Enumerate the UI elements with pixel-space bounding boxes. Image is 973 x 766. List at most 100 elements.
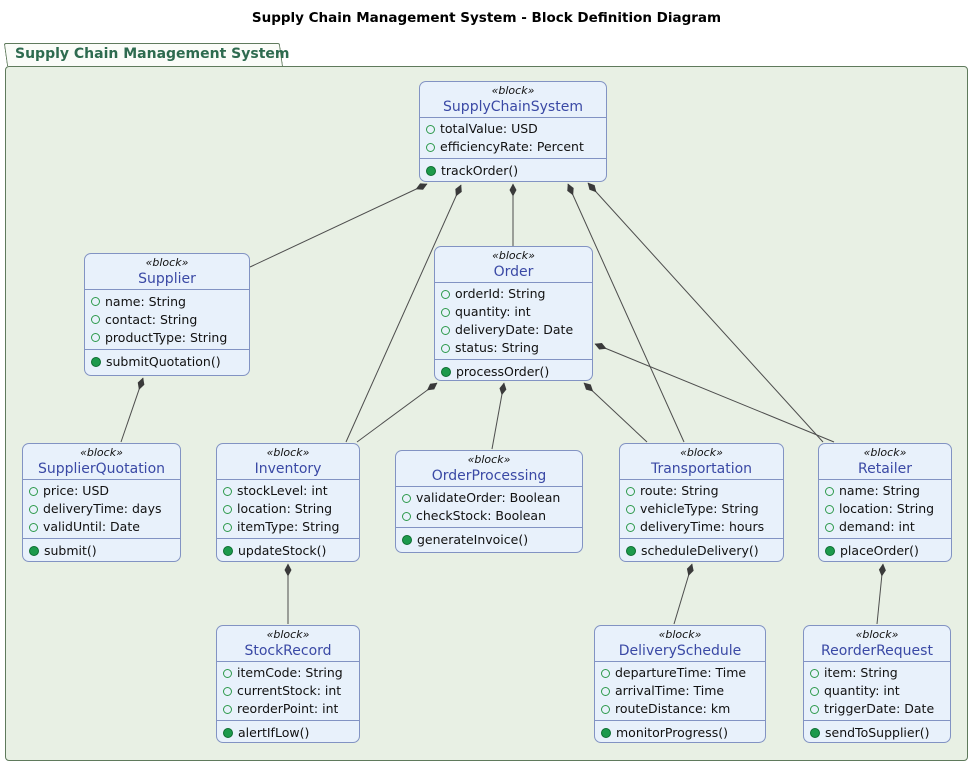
attribute-icon: [825, 504, 834, 514]
block-stereotype: «block»: [80, 446, 123, 459]
attribute-text: deliveryDate: Date: [455, 322, 574, 337]
block-stockrecord[interactable]: «block» StockRecord itemCode: String cur…: [216, 625, 360, 743]
operation-row: placeOrder(): [819, 542, 951, 560]
operation-row: scheduleDelivery(): [620, 542, 783, 560]
block-header: «block» SupplierQuotation: [23, 444, 180, 479]
block-operations: updateStock(): [217, 538, 359, 561]
attribute-row: arrivalTime: Time: [595, 682, 765, 700]
package-tab: Supply Chain Management System: [7, 43, 289, 66]
attribute-row: location: String: [217, 500, 359, 518]
attribute-text: efficiencyRate: Percent: [440, 139, 584, 154]
block-supplierquotation[interactable]: «block» SupplierQuotation price: USD del…: [22, 443, 181, 562]
block-supplychainsystem[interactable]: «block» SupplyChainSystem totalValue: US…: [419, 81, 607, 182]
block-attributes: name: String location: String demand: in…: [819, 479, 951, 538]
block-operations: scheduleDelivery(): [620, 538, 783, 561]
block-name: Inventory: [254, 461, 322, 477]
block-operations: trackOrder(): [420, 158, 606, 181]
attribute-row: orderId: String: [435, 285, 592, 303]
operation-icon: [426, 166, 436, 176]
attribute-text: currentStock: int: [237, 683, 342, 698]
block-orderprocessing[interactable]: «block» OrderProcessing validateOrder: B…: [395, 450, 583, 553]
block-name: Order: [493, 264, 534, 280]
block-name: OrderProcessing: [431, 468, 547, 484]
block-header: «block» Retailer: [819, 444, 951, 479]
attribute-row: productType: String: [85, 329, 249, 347]
block-operations: alertIfLow(): [217, 720, 359, 742]
attribute-icon: [441, 343, 450, 353]
block-transportation[interactable]: «block» Transportation route: String veh…: [619, 443, 784, 562]
block-header: «block» Order: [435, 247, 592, 282]
operation-row: submit(): [23, 542, 180, 560]
block-order[interactable]: «block» Order orderId: String quantity: …: [434, 246, 593, 381]
block-attributes: totalValue: USD efficiencyRate: Percent: [420, 117, 606, 158]
operation-icon: [223, 546, 233, 556]
block-name: StockRecord: [244, 643, 332, 659]
operation-text: processOrder(): [456, 364, 550, 379]
attribute-icon: [441, 307, 450, 317]
attribute-text: routeDistance: km: [615, 701, 731, 716]
attribute-text: location: String: [237, 501, 333, 516]
attribute-text: triggerDate: Date: [824, 701, 935, 716]
attribute-text: demand: int: [839, 519, 915, 534]
block-operations: submit(): [23, 538, 180, 561]
attribute-text: deliveryTime: days: [43, 501, 162, 516]
attribute-icon: [29, 504, 38, 514]
attribute-row: currentStock: int: [217, 682, 359, 700]
block-operations: sendToSupplier(): [804, 720, 950, 742]
attribute-row: item: String: [804, 664, 950, 682]
block-reorderrequest[interactable]: «block» ReorderRequest item: String quan…: [803, 625, 951, 743]
block-name: SupplierQuotation: [37, 461, 166, 477]
attribute-row: validateOrder: Boolean: [396, 489, 582, 507]
attribute-row: status: String: [435, 339, 592, 357]
block-stereotype: «block»: [491, 84, 535, 97]
operation-icon: [29, 546, 39, 556]
block-stereotype: «block»: [855, 628, 899, 641]
block-supplier[interactable]: «block» Supplier name: String contact: S…: [84, 253, 250, 376]
attribute-row: itemCode: String: [217, 664, 359, 682]
block-stereotype: «block»: [145, 256, 189, 269]
attribute-icon: [29, 486, 38, 496]
block-name: DeliverySchedule: [618, 643, 742, 659]
attribute-icon: [626, 486, 635, 496]
attribute-text: contact: String: [105, 311, 198, 327]
block-attributes: orderId: String quantity: int deliveryDa…: [435, 282, 592, 359]
block-header: «block» ReorderRequest: [804, 626, 950, 661]
block-stereotype: «block»: [680, 446, 723, 459]
operation-text: alertIfLow(): [238, 725, 310, 740]
block-name: Retailer: [858, 461, 912, 477]
operation-text: updateStock(): [238, 543, 327, 558]
operation-icon: [91, 357, 101, 367]
attribute-text: validateOrder: Boolean: [416, 490, 561, 505]
attribute-text: price: USD: [43, 483, 110, 498]
operation-row: alertIfLow(): [217, 724, 359, 742]
attribute-icon: [810, 668, 819, 678]
attribute-row: name: String: [85, 293, 249, 311]
attribute-row: contact: String: [85, 311, 249, 329]
block-name: Transportation: [650, 461, 753, 477]
attribute-icon: [825, 522, 834, 532]
attribute-text: name: String: [105, 293, 186, 309]
block-header: «block» SupplyChainSystem: [420, 82, 606, 117]
block-header: «block» Transportation: [620, 444, 783, 479]
attribute-text: status: String: [455, 340, 539, 355]
block-attributes: name: String contact: String productType…: [85, 289, 249, 349]
block-stereotype: «block»: [492, 249, 535, 262]
attribute-icon: [426, 142, 435, 152]
attribute-icon: [91, 315, 100, 324]
attribute-icon: [223, 668, 232, 678]
operation-text: monitorProgress(): [616, 725, 729, 740]
block-operations: monitorProgress(): [595, 720, 765, 742]
attribute-icon: [601, 704, 610, 714]
attribute-icon: [601, 668, 610, 678]
attribute-row: price: USD: [23, 482, 180, 500]
block-deliveryschedule[interactable]: «block» DeliverySchedule departureTime: …: [594, 625, 766, 743]
block-header: «block» Supplier: [85, 254, 249, 289]
attribute-text: location: String: [839, 501, 935, 516]
attribute-icon: [223, 704, 232, 714]
block-retailer[interactable]: «block» Retailer name: String location: …: [818, 443, 952, 562]
attribute-text: quantity: int: [455, 304, 531, 319]
block-header: «block» StockRecord: [217, 626, 359, 661]
block-inventory[interactable]: «block» Inventory stockLevel: int locati…: [216, 443, 360, 562]
attribute-icon: [441, 289, 450, 299]
block-stereotype: «block»: [658, 628, 702, 641]
